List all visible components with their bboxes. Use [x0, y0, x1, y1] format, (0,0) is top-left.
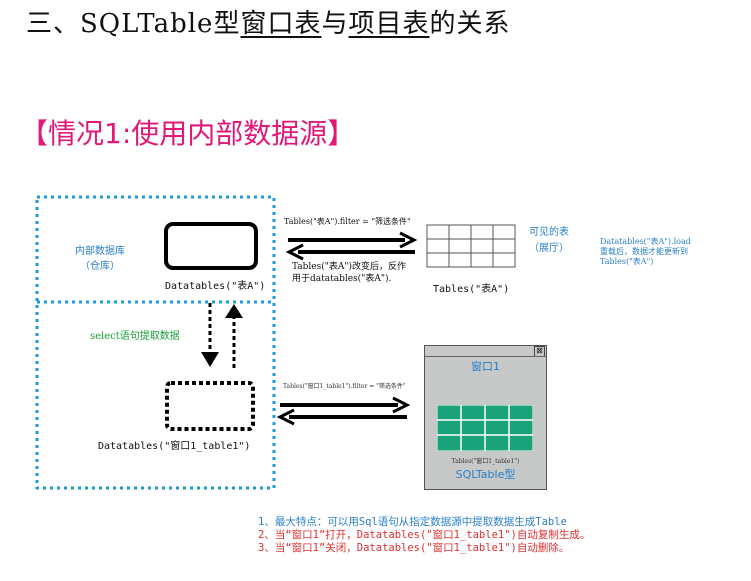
- sqltable-type-label: SQLTable型: [455, 468, 516, 481]
- arrow-to-tables-a-head: [399, 231, 418, 249]
- page-title: 三、SQLTable型窗口表与项目表的关系: [26, 9, 511, 39]
- note-2: 2、当“窗口1”打开，Datatables("窗口1_table1")自动复制生…: [258, 529, 591, 541]
- tables-a-grid: [426, 224, 516, 268]
- item-table-term: 项目表: [348, 9, 430, 39]
- window-title: 窗口1: [471, 360, 500, 373]
- datatables-window-label: Datatables("窗口1_table1"): [98, 441, 251, 452]
- load-note: Datatables("表A").load 重载后，数据才能更新到 Tables…: [600, 237, 691, 266]
- feature-notes: 1、最大特点：可以用Sql语句从指定数据源中提取数据生成Table 2、当“窗口…: [258, 516, 590, 555]
- arrow-to-datatables-window-head: [276, 408, 295, 426]
- select-arrow-up-head: [225, 304, 243, 318]
- filter-window-label: Tables("窗口1_table1").filter = "筛选条件": [283, 383, 406, 390]
- select-label: select语句提取数据: [90, 331, 180, 342]
- internal-db-label: 内部数据库 （仓库）: [75, 246, 125, 272]
- window-table-caption: Tables("窗口1_table1"): [451, 458, 520, 465]
- datatables-a-label: Datatables("表A"): [165, 281, 266, 292]
- window-1[interactable]: ⊠ 窗口1 Tables("窗口1_table1") SQLTable型: [424, 345, 547, 490]
- select-arrow-down-head: [201, 352, 219, 367]
- change-note: Tables("表A")改变后，反作 用于datatables("表A").: [292, 262, 407, 284]
- window-table-grid: [437, 405, 533, 451]
- tables-a-label: Tables("表A"): [433, 284, 510, 295]
- arrow-to-window-table-head: [392, 396, 411, 414]
- note-1: 1、最大特点：可以用Sql语句从指定数据源中提取数据生成Table: [258, 516, 567, 528]
- visible-table-label: 可见的表 （展厅）: [529, 227, 569, 254]
- case-subtitle: 【情况1:使用内部数据源】: [20, 117, 356, 150]
- filter-top-label: Tables("表A").filter = "筛选条件": [284, 217, 411, 226]
- note-3: 3、当“窗口1”关闭，Datatables("窗口1_table1")自动删除。: [258, 542, 570, 554]
- datatables-a-box: [164, 222, 258, 270]
- data-source-region: [35, 195, 276, 490]
- arrow-to-datatables-a-head: [285, 243, 304, 261]
- window-titlebar-divider: [425, 356, 546, 357]
- datatables-window-box: [165, 381, 255, 431]
- window-table-term: 窗口表: [240, 9, 322, 39]
